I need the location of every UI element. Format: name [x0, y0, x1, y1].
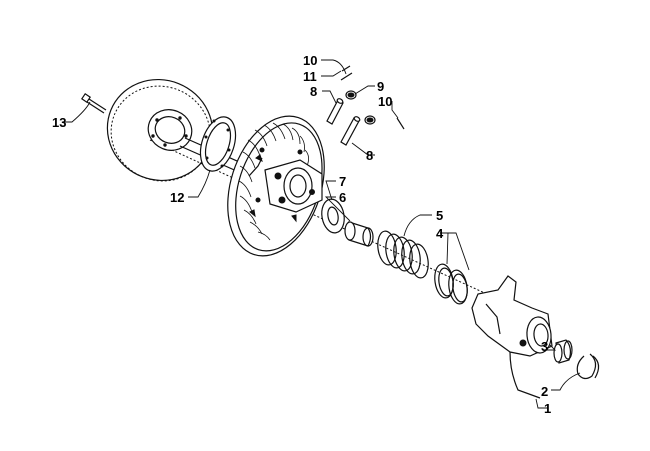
callout-6: 6: [339, 190, 346, 205]
leader-lines: [62, 59, 581, 409]
part-10-pin-lower: [396, 117, 405, 130]
callout-9: 9: [377, 79, 384, 94]
part-8-pin-upper: [326, 98, 344, 125]
callout-4: 4: [436, 226, 444, 241]
part-8-pin-lower: [340, 116, 361, 146]
callout-5: 5: [436, 208, 443, 223]
part-5-spring: [377, 230, 429, 279]
part-2-snap-ring: [576, 353, 600, 380]
part-4-ring-a: [434, 263, 454, 299]
callout-1: 1: [544, 401, 551, 416]
callout-12: 12: [170, 190, 184, 205]
part-3-bushing: [553, 339, 573, 364]
callout-2: 2: [541, 384, 548, 399]
fixed-sheave: [106, 78, 263, 182]
callout-8b: 8: [366, 148, 373, 163]
part-7-washer: [321, 198, 345, 234]
part-11-pin: [341, 65, 351, 72]
callout-10b: 10: [378, 94, 392, 109]
part-9-button-upper: [345, 90, 357, 100]
callout-3: 3: [541, 339, 548, 354]
part-10-pin-upper: [340, 72, 353, 81]
part-12-shim-ring: [199, 116, 237, 172]
callout-13: 13: [52, 115, 66, 130]
callout-8a: 8: [310, 84, 317, 99]
part-6-bushing: [344, 221, 374, 247]
movable-sheave: [227, 115, 325, 257]
part-4-ring-b: [448, 269, 468, 305]
part-13-bolt: [81, 93, 107, 114]
callout-10a: 10: [303, 53, 317, 68]
part-1-hub: [471, 275, 553, 399]
part-9-button-lower: [364, 115, 376, 125]
callout-7: 7: [339, 174, 346, 189]
callout-11: 11: [303, 69, 317, 84]
